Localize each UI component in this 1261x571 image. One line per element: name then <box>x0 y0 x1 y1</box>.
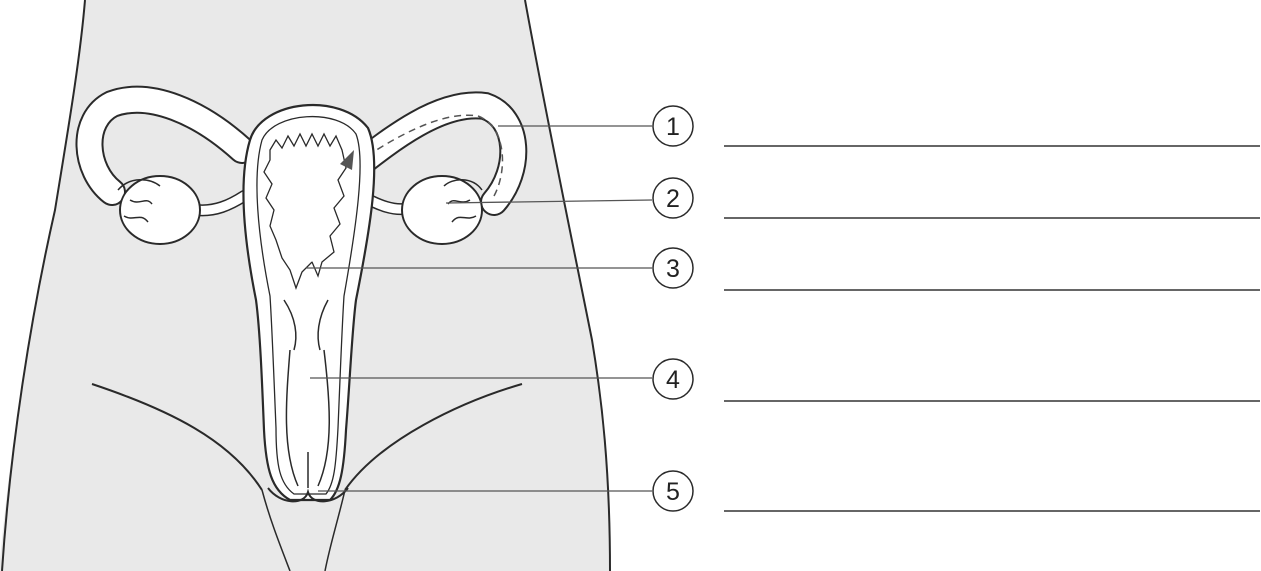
marker-1: 1 <box>653 106 693 146</box>
ovary-right <box>402 176 482 244</box>
marker-2-number: 2 <box>666 185 680 213</box>
marker-3-number: 3 <box>666 255 680 283</box>
marker-5: 5 <box>653 471 693 511</box>
marker-5-number: 5 <box>666 478 680 506</box>
marker-2: 2 <box>653 178 693 218</box>
marker-1-number: 1 <box>666 113 680 141</box>
marker-4-number: 4 <box>666 366 680 394</box>
marker-4: 4 <box>653 359 693 399</box>
ovary-left <box>118 176 200 244</box>
marker-3: 3 <box>653 248 693 288</box>
